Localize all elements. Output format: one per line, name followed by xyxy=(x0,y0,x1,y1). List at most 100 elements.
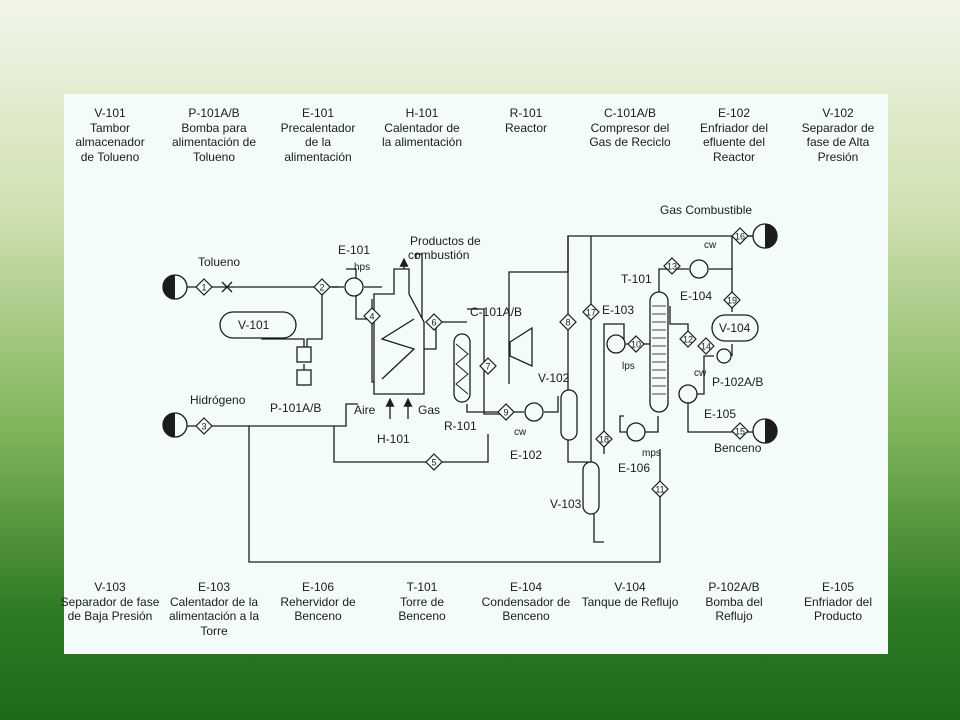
legend-description: Rehervidor de Benceno xyxy=(280,594,356,624)
stream-10-marker: 10 xyxy=(627,335,645,353)
utility-labels: hps lps mps cw cw cw xyxy=(354,240,717,459)
c101-compressor-shape xyxy=(509,326,533,368)
stream-18-marker: 18 xyxy=(595,430,613,448)
legend-description: Bomba del Reflujo xyxy=(705,594,763,624)
stream-number: 11 xyxy=(655,485,664,495)
p101-label: P-101A/B xyxy=(270,401,321,415)
r101-reactor-shape xyxy=(453,333,471,403)
v101-label: V-101 xyxy=(238,318,270,332)
hidrogeno-label: Hidrógeno xyxy=(190,393,246,407)
stream-17-marker: 17 xyxy=(582,303,600,321)
stream-number: 4 xyxy=(369,312,374,322)
stream-6-marker: 6 xyxy=(425,313,443,331)
stream-4-marker: 4 xyxy=(363,307,381,325)
mps-label: mps xyxy=(642,448,661,459)
tolueno-label: Tolueno xyxy=(198,255,240,269)
stream-19-marker: 19 xyxy=(723,291,741,309)
stream-14-marker: 14 xyxy=(697,337,715,355)
legend-description: Enfriador del Producto xyxy=(803,594,873,624)
legend-code: E-102 xyxy=(717,106,751,120)
e104-exchanger-shape xyxy=(689,259,709,279)
v102-separator-shape xyxy=(560,389,578,441)
legend-description: Separador de fase de Alta Presión xyxy=(801,120,875,164)
cw-label-e104: cw xyxy=(704,240,717,251)
cw-label-e102: cw xyxy=(514,427,527,438)
legend-description: Calentador de la alimentación a la Torre xyxy=(168,594,260,638)
legend-code: E-106 xyxy=(301,580,335,594)
e106-exchanger-shape xyxy=(626,422,646,442)
hidrogeno-terminal xyxy=(162,412,188,438)
legend-code: E-103 xyxy=(197,580,231,594)
stream-5-marker: 5 xyxy=(425,453,443,471)
legend-code: E-104 xyxy=(509,580,543,594)
stream-number: 8 xyxy=(565,318,570,328)
p102-label: P-102A/B xyxy=(712,375,763,389)
e101-exchanger-shape xyxy=(344,277,364,297)
p101-pump-shape xyxy=(296,346,312,363)
legend-code: V-101 xyxy=(94,106,126,120)
stream-number: 6 xyxy=(431,318,436,328)
h101-label: H-101 xyxy=(377,432,410,446)
diagram-labels: Tolueno Hidrógeno Gas Combustible Bencen… xyxy=(190,203,763,511)
legend-description: Bomba para alimentación de Tolueno xyxy=(171,120,257,164)
legend-code: C-101A/B xyxy=(603,106,657,120)
benceno-label: Benceno xyxy=(714,441,762,455)
stream-16-marker: 16 xyxy=(731,227,749,245)
v103-separator-shape xyxy=(582,461,600,515)
v102-label: V-102 xyxy=(538,371,570,385)
e104-label: E-104 xyxy=(680,289,712,303)
legend-description: Tambor almacenador de Tolueno xyxy=(75,120,145,164)
stream-7-marker: 7 xyxy=(479,357,497,375)
legend-code: T-101 xyxy=(406,580,438,594)
stream-9-marker: 9 xyxy=(497,403,515,421)
stream-11-marker: 11 xyxy=(651,480,669,498)
stream-number: 15 xyxy=(735,427,745,437)
tolueno-terminal xyxy=(162,274,188,300)
legend-code: R-101 xyxy=(509,106,543,120)
stream-number: 5 xyxy=(431,458,436,468)
stream-12-marker: 12 xyxy=(679,330,697,348)
legend-description: Condensador de Benceno xyxy=(481,594,571,624)
feed-terminals xyxy=(162,223,778,444)
legend-code: E-105 xyxy=(821,580,855,594)
gas-combustible-terminal xyxy=(752,223,778,249)
e102-label: E-102 xyxy=(510,448,542,462)
e102-exchanger-shape xyxy=(524,402,544,422)
stream-8-marker: 8 xyxy=(559,313,577,331)
legend-description: Reactor xyxy=(504,120,548,135)
legend-code: H-101 xyxy=(405,106,439,120)
e105-label: E-105 xyxy=(704,407,736,421)
stream-number: 12 xyxy=(683,335,693,345)
legend-description: Tanque de Reflujo xyxy=(581,594,679,609)
e106-label: E-106 xyxy=(618,461,650,475)
p101-pump-shape-b xyxy=(296,369,312,386)
cw-label-e105: cw xyxy=(694,368,707,379)
v104-drum-shape xyxy=(711,314,759,342)
column-trays xyxy=(652,305,666,395)
legend-code: P-101A/B xyxy=(188,106,240,120)
combustion-products-label-2: combustión xyxy=(408,248,469,262)
stream-number: 13 xyxy=(667,262,677,272)
stream-2-marker: 2 xyxy=(313,278,331,296)
legend-description: Precalentador de la alimentación xyxy=(280,120,356,164)
stream-number: 9 xyxy=(503,408,508,418)
v104-label: V-104 xyxy=(719,321,751,335)
process-lines xyxy=(186,235,764,563)
stream-number: 16 xyxy=(735,232,745,242)
p102-pump-shape xyxy=(716,348,732,364)
